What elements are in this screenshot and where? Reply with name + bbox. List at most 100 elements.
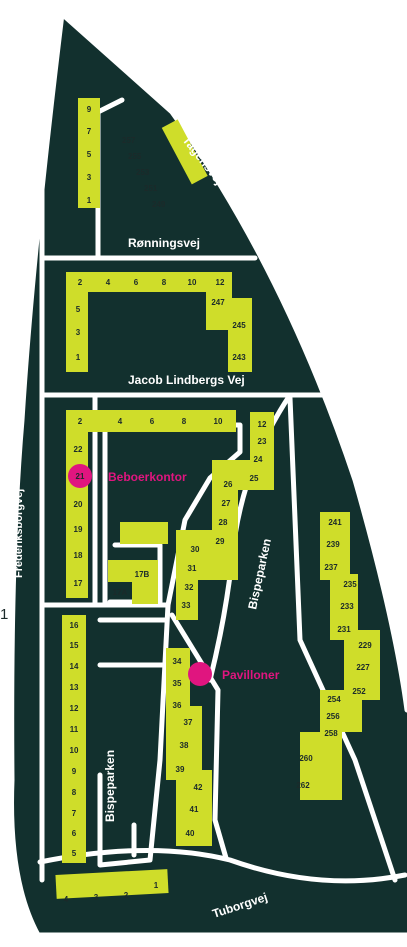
bnum-256: 256 — [326, 712, 340, 721]
street-label-ronningsvej: Rønningsvej — [128, 236, 200, 250]
bnum-1a: 1 — [76, 353, 81, 362]
bnum-10b: 10 — [214, 417, 223, 426]
bnum-2e: 2 — [124, 891, 129, 900]
building-top-left — [78, 98, 100, 208]
bnum-8d: 8 — [72, 788, 77, 797]
bnum-9: 9 — [87, 105, 92, 114]
bnum-4e: 4 — [64, 895, 69, 904]
bnum-5: 5 — [87, 150, 92, 159]
bnum-233: 233 — [340, 602, 354, 611]
bnum-231: 231 — [337, 625, 351, 634]
bnum-20: 20 — [74, 500, 83, 509]
bnum-31: 31 — [188, 564, 197, 573]
building-east — [300, 512, 380, 800]
bnum-1: 1 — [87, 196, 92, 205]
bnum-25: 25 — [250, 474, 259, 483]
bnum-13: 13 — [70, 683, 79, 692]
bnum-229: 229 — [358, 641, 372, 650]
bnum-249: 249 — [152, 200, 166, 209]
bnum-32: 32 — [185, 583, 194, 592]
bnum-6a: 6 — [134, 278, 139, 287]
bnum-4b: 4 — [118, 417, 123, 426]
bnum-6b: 6 — [150, 417, 155, 426]
bnum-237: 237 — [324, 563, 338, 572]
street-label-frederiksborgvej: Frederiksborgvej — [13, 489, 25, 578]
bnum-16: 16 — [70, 621, 79, 630]
edge-number: 1 — [0, 606, 9, 623]
bnum-5d: 5 — [72, 849, 77, 858]
bnum-37: 37 — [184, 718, 193, 727]
bnum-4a: 4 — [106, 278, 111, 287]
buildings-layer — [55, 98, 380, 899]
bnum-14: 14 — [70, 662, 79, 671]
bnum-41: 41 — [190, 805, 199, 814]
bnum-262: 262 — [296, 781, 310, 790]
bnum-243: 243 — [232, 353, 246, 362]
bnum-15: 15 — [70, 641, 79, 650]
bnum-40: 40 — [186, 829, 195, 838]
building-numbers: 9 7 5 3 1 257 255 253 251 249 2 4 6 8 10… — [64, 105, 372, 904]
bnum-38: 38 — [180, 741, 189, 750]
estate-ground — [11, 14, 407, 935]
bnum-39: 39 — [176, 765, 185, 774]
bnum-10d: 10 — [70, 746, 79, 755]
poi-label-beboerkontor: Beboerkontor — [108, 470, 187, 484]
bnum-36: 36 — [173, 701, 182, 710]
bnum-255: 255 — [128, 152, 142, 161]
poi-marker-beboerkontor[interactable] — [68, 464, 92, 488]
bnum-26: 26 — [224, 480, 233, 489]
poi-pavilloner[interactable]: Pavilloner — [188, 662, 280, 686]
bnum-30: 30 — [191, 545, 200, 554]
street-label-jacob-lindbergs-vej: Jacob Lindbergs Vej — [128, 373, 245, 387]
bnum-6d: 6 — [72, 829, 77, 838]
building-tagensvej — [161, 119, 208, 185]
bnum-11: 11 — [70, 725, 79, 734]
building-bottom — [55, 869, 169, 899]
poi-marker-pavilloner[interactable] — [188, 662, 212, 686]
bnum-17a: 17A — [113, 588, 128, 597]
bnum-12c: 12 — [258, 420, 267, 429]
bnum-254: 254 — [327, 695, 341, 704]
bnum-241: 241 — [328, 518, 342, 527]
bnum-2b: 2 — [78, 417, 83, 426]
bnum-3a: 3 — [76, 328, 81, 337]
bnum-22: 22 — [74, 445, 83, 454]
building-small — [108, 560, 158, 604]
bnum-7d: 7 — [72, 809, 77, 818]
bnum-18: 18 — [74, 551, 83, 560]
bnum-23: 23 — [258, 437, 267, 446]
bnum-3: 3 — [87, 173, 92, 182]
bnum-8a: 8 — [162, 278, 167, 287]
poi-number-21: 21 — [76, 472, 85, 481]
bnum-8b: 8 — [182, 417, 187, 426]
bnum-245: 245 — [232, 321, 246, 330]
street-label-bispeparken-west: Bispeparken — [103, 750, 117, 822]
bnum-33: 33 — [182, 601, 191, 610]
bnum-9d: 9 — [72, 767, 77, 776]
bnum-42: 42 — [194, 783, 203, 792]
bnum-24: 24 — [254, 455, 263, 464]
bnum-29: 29 — [216, 537, 225, 546]
bnum-27: 27 — [222, 499, 231, 508]
bnum-19: 19 — [74, 525, 83, 534]
bnum-260: 260 — [299, 754, 313, 763]
bnum-258: 258 — [324, 729, 338, 738]
bnum-247: 247 — [211, 298, 225, 307]
poi-label-pavilloner: Pavilloner — [222, 668, 280, 682]
building-pavilions — [166, 648, 212, 846]
bnum-35: 35 — [173, 679, 182, 688]
poi-beboerkontor[interactable]: 21 Beboerkontor — [68, 464, 187, 488]
building-mid-block — [120, 522, 168, 544]
bnum-10a: 10 — [188, 278, 197, 287]
building-diag — [176, 412, 274, 620]
bnum-12a: 12 — [216, 278, 225, 287]
bnum-235: 235 — [343, 580, 357, 589]
bnum-12d: 12 — [70, 704, 79, 713]
bnum-2a: 2 — [78, 278, 83, 287]
building-rows2 — [66, 272, 252, 372]
bnum-5a: 5 — [76, 305, 81, 314]
building-mid — [66, 410, 236, 598]
bnum-239: 239 — [326, 540, 340, 549]
bnum-17: 17 — [74, 579, 83, 588]
